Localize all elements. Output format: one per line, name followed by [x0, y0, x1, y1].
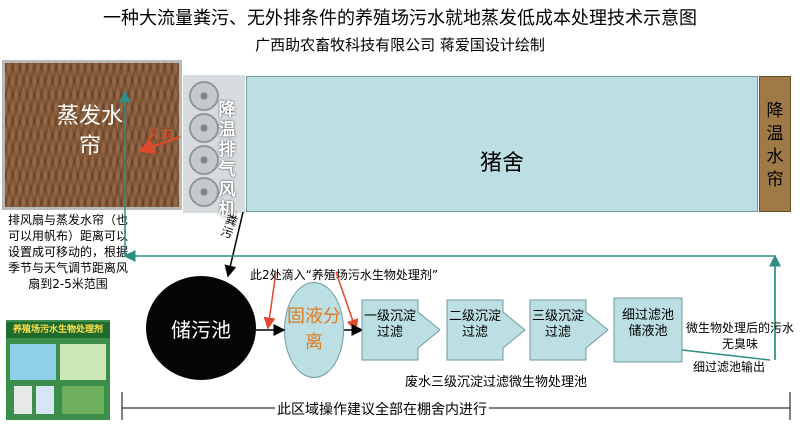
storage-tank	[146, 276, 256, 380]
drip-arrow	[263, 271, 277, 330]
step-3-shape	[529, 299, 609, 361]
diagram-title: 一种大流量粪污、无外排条件的养殖场污水就地蒸发低成本处理技术示意图	[103, 8, 697, 29]
pig-barn-label: 猪舍	[479, 151, 524, 176]
pig-barn	[246, 76, 758, 212]
storage-tank-label: 储污池	[171, 318, 231, 342]
step-2-label: 二级沉淀过滤	[449, 309, 502, 340]
step-1-label: 一级沉淀过滤	[364, 309, 417, 340]
product-poster: 养殖场污水生物处理剂	[4, 318, 112, 422]
diagram-subtitle: 广西助农畜牧科技有限公司 蒋爱国设计绘制	[255, 36, 545, 54]
cooling-curtain	[759, 76, 791, 212]
step-4-label: 细过滤池储液池	[621, 308, 674, 339]
exhaust-fan-label: 降温排气风机	[218, 100, 236, 220]
drop-note: 此2处滴入“养殖场污水生物处理剂”	[250, 268, 439, 282]
exhaust-fan-wall	[183, 75, 245, 213]
fan-icon	[189, 113, 219, 143]
fan-icon	[189, 81, 219, 111]
drip-arrow	[335, 271, 359, 332]
evaporative-curtain-label: 蒸发水帘	[56, 104, 123, 159]
output-line	[681, 349, 771, 361]
step-4-shape	[613, 297, 683, 363]
step-1-shape	[361, 299, 441, 361]
pool-label: 废水三级沉淀过滤微生物处理池	[405, 375, 588, 390]
step-3-label: 三级沉淀过滤	[532, 309, 585, 340]
poster-graphic	[10, 344, 106, 414]
output-label: 细过滤池输出	[693, 360, 766, 374]
distance-note: 排风扇与蒸发水帘（也可以用帆布）距离可以设置成可移动的，根据季节与天气调节距离风…	[7, 213, 128, 291]
step-2-shape	[446, 299, 526, 361]
evaporative-curtain-photo	[2, 60, 182, 210]
poster-heading: 养殖场污水生物处理剂	[6, 322, 110, 338]
result-note: 微生物处理后的污水无臭味	[686, 321, 795, 351]
cooling-curtain-label: 降温水帘	[766, 101, 784, 190]
wind-arrow	[138, 136, 181, 154]
solid-liquid-separator-label: 固液分离	[287, 306, 341, 353]
fan-icon	[189, 145, 219, 175]
fan-icon	[189, 177, 219, 207]
area-note: 此区域操作建议全部在棚舍内进行	[275, 399, 489, 419]
manure-arrow	[224, 211, 244, 278]
